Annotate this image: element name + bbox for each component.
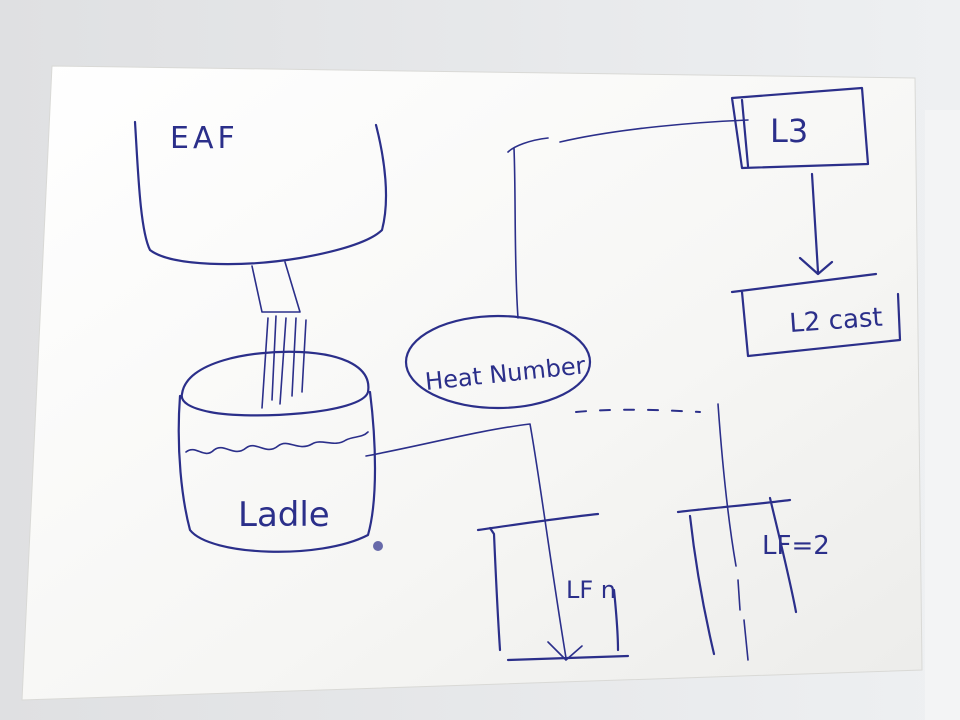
label-ladle: Ladle xyxy=(238,495,330,535)
label-eaf: EAF xyxy=(170,121,239,156)
ink-blot xyxy=(373,541,383,551)
paper-edge-right xyxy=(925,110,960,720)
label-lf2: LF=2 xyxy=(762,531,830,561)
label-l3: L3 xyxy=(770,112,808,150)
label-lf1: LF n xyxy=(566,576,616,604)
